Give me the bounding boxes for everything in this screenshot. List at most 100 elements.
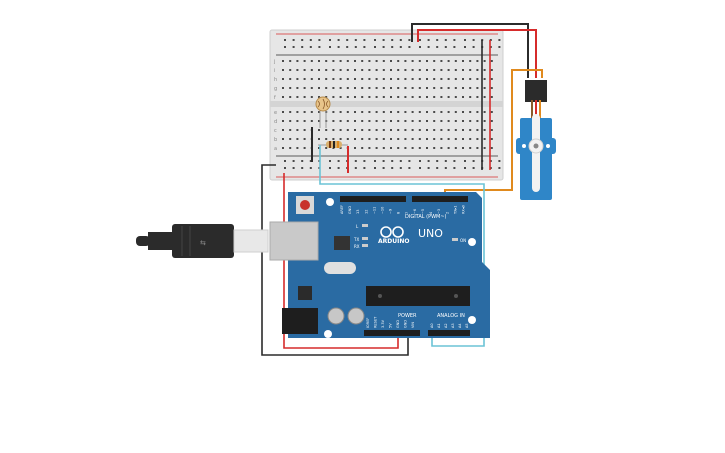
breadboard-hole[interactable] [363,160,366,162]
breadboard-hole[interactable] [363,46,366,48]
breadboard-hole[interactable] [476,111,479,113]
breadboard-hole[interactable] [483,78,486,80]
breadboard-hole[interactable] [332,96,335,98]
breadboard-hole[interactable] [404,60,407,62]
breadboard-hole[interactable] [354,160,357,162]
breadboard-hole[interactable] [444,160,447,162]
breadboard-hole[interactable] [339,60,342,62]
breadboard-hole[interactable] [454,147,457,149]
breadboard-hole[interactable] [483,60,486,62]
breadboard-hole[interactable] [462,87,464,89]
breadboard-hole[interactable] [346,87,349,89]
breadboard-hole[interactable] [447,96,450,98]
breadboard-hole[interactable] [440,78,443,80]
breadboard-hole[interactable] [375,120,378,122]
breadboard-hole[interactable] [411,60,414,62]
breadboard-hole[interactable] [483,138,486,140]
breadboard-hole[interactable] [462,120,464,122]
breadboard-hole[interactable] [454,138,457,140]
breadboard-hole[interactable] [454,120,457,122]
breadboard-hole[interactable] [469,96,472,98]
breadboard-hole[interactable] [483,69,486,71]
breadboard-hole[interactable] [332,87,335,89]
breadboard-hole[interactable] [399,160,402,162]
breadboard-hole[interactable] [310,87,313,89]
breadboard-hole[interactable] [354,138,356,140]
breadboard-hole[interactable] [476,129,479,131]
breadboard-hole[interactable] [464,160,466,162]
breadboard-hole[interactable] [382,87,385,89]
breadboard-hole[interactable] [368,87,371,89]
breadboard-hole[interactable] [411,87,414,89]
breadboard-hole[interactable] [418,96,421,98]
breadboard-hole[interactable] [303,96,306,98]
breadboard-hole[interactable] [440,138,443,140]
breadboard-hole[interactable] [292,160,295,162]
breadboard-hole[interactable] [472,39,475,41]
breadboard-hole[interactable] [361,69,364,71]
breadboard-hole[interactable] [339,120,342,122]
breadboard-hole[interactable] [375,138,378,140]
breadboard-hole[interactable] [453,46,456,48]
breadboard-hole[interactable] [361,120,364,122]
breadboard-hole[interactable] [447,60,450,62]
breadboard-hole[interactable] [282,78,284,80]
breadboard-hole[interactable] [411,120,414,122]
breadboard-hole[interactable] [469,69,472,71]
breadboard-hole[interactable] [296,111,299,113]
breadboard-hole[interactable] [462,69,464,71]
breadboard-hole[interactable] [301,160,304,162]
breadboard-hole[interactable] [444,167,447,169]
breadboard-hole[interactable] [354,60,356,62]
breadboard-hole[interactable] [382,129,385,131]
breadboard-hole[interactable] [282,69,284,71]
breadboard-hole[interactable] [325,78,328,80]
breadboard-hole[interactable] [462,96,464,98]
breadboard-hole[interactable] [490,78,493,80]
breadboard-hole[interactable] [318,87,320,89]
breadboard-hole[interactable] [339,69,342,71]
breadboard-hole[interactable] [282,96,284,98]
breadboard-hole[interactable] [282,147,284,149]
breadboard-hole[interactable] [411,96,414,98]
breadboard-hole[interactable] [339,138,342,140]
breadboard-hole[interactable] [462,147,464,149]
breadboard-hole[interactable] [363,167,366,169]
breadboard-hole[interactable] [453,39,456,41]
breadboard-hole[interactable] [296,129,299,131]
breadboard-hole[interactable] [332,78,335,80]
breadboard-hole[interactable] [483,111,486,113]
breadboard-hole[interactable] [418,111,421,113]
breadboard-hole[interactable] [447,87,450,89]
breadboard-hole[interactable] [462,60,464,62]
breadboard-hole[interactable] [329,167,331,169]
breadboard-hole[interactable] [337,167,340,169]
breadboard-hole[interactable] [296,96,299,98]
breadboard-hole[interactable] [310,69,313,71]
breadboard-hole[interactable] [361,138,364,140]
breadboard-hole[interactable] [469,78,472,80]
breadboard-hole[interactable] [408,39,411,41]
breadboard-hole[interactable] [289,69,292,71]
breadboard-hole[interactable] [390,60,392,62]
breadboard-hole[interactable] [483,147,486,149]
breadboard-hole[interactable] [426,129,428,131]
breadboard-hole[interactable] [476,87,479,89]
breadboard-hole[interactable] [318,96,320,98]
breadboard-hole[interactable] [332,69,335,71]
breadboard-hole[interactable] [282,111,284,113]
breadboard-hole[interactable] [490,60,493,62]
breadboard-hole[interactable] [354,46,357,48]
breadboard-hole[interactable] [426,60,428,62]
breadboard-hole[interactable] [464,46,466,48]
breadboard-hole[interactable] [318,78,320,80]
breadboard-hole[interactable] [363,39,366,41]
breadboard-hole[interactable] [469,138,472,140]
breadboard-hole[interactable] [476,60,479,62]
breadboard-hole[interactable] [411,111,414,113]
breadboard-hole[interactable] [391,46,394,48]
breadboard-hole[interactable] [462,111,464,113]
breadboard-hole[interactable] [303,69,306,71]
breadboard-hole[interactable] [325,129,328,131]
breadboard-hole[interactable] [374,167,376,169]
